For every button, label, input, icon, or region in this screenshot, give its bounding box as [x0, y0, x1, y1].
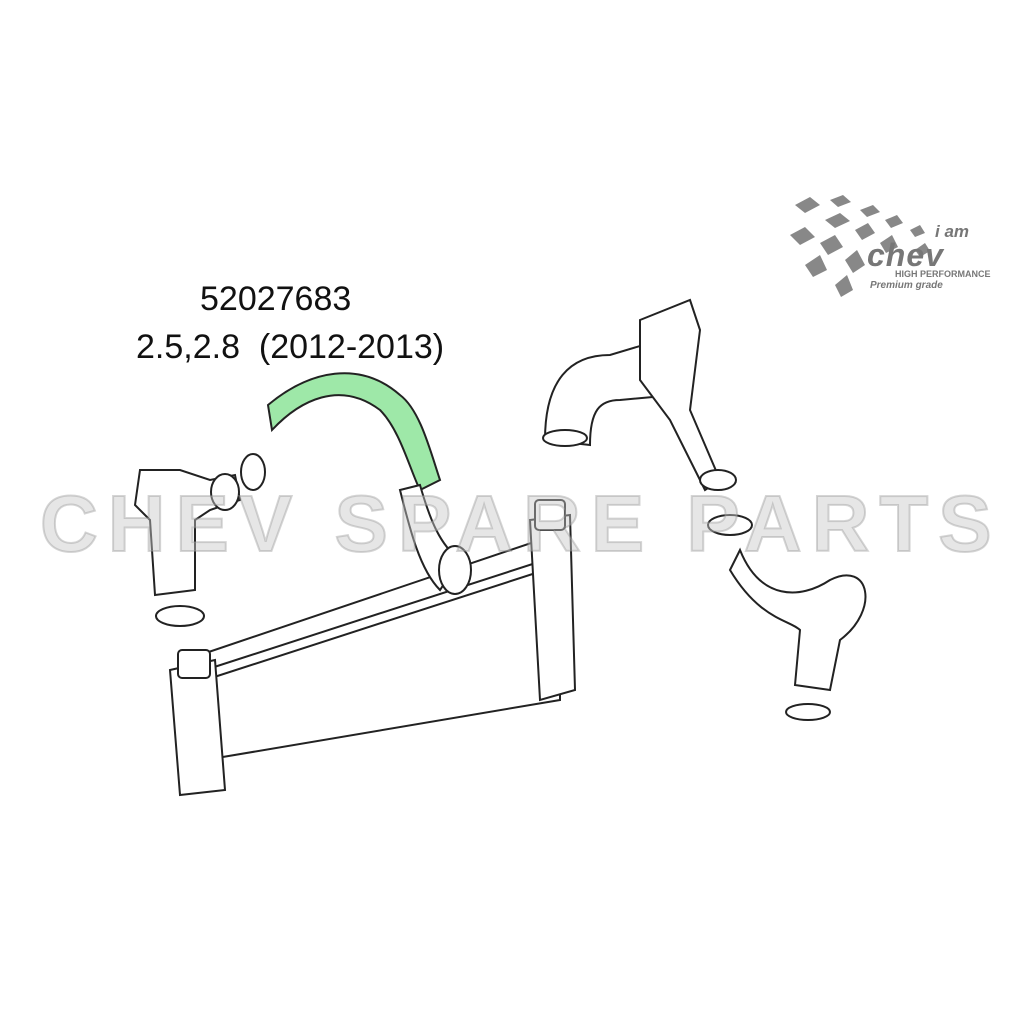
highlighted-hose	[266, 372, 442, 492]
part-number: 52027683	[200, 280, 352, 318]
right-hose-assembly	[542, 298, 867, 721]
logo-text-chev: chev	[867, 237, 944, 273]
checkered-flag-icon	[790, 195, 930, 297]
brand-logo: i am chev HIGH PERFORMANCE Premium grade	[785, 185, 1000, 300]
engine-year-fitment: 2.5,2.8 (2012-2013)	[136, 328, 445, 366]
watermark: CHEV SPARE PARTS	[39, 478, 1002, 569]
intercooler	[168, 499, 577, 797]
throttle-elbow	[133, 453, 266, 627]
logo-text-high-performance: HIGH PERFORMANCE	[895, 269, 991, 279]
logo-text-i-am: i am	[935, 222, 970, 241]
logo-text-premium-grade: Premium grade	[870, 280, 943, 291]
